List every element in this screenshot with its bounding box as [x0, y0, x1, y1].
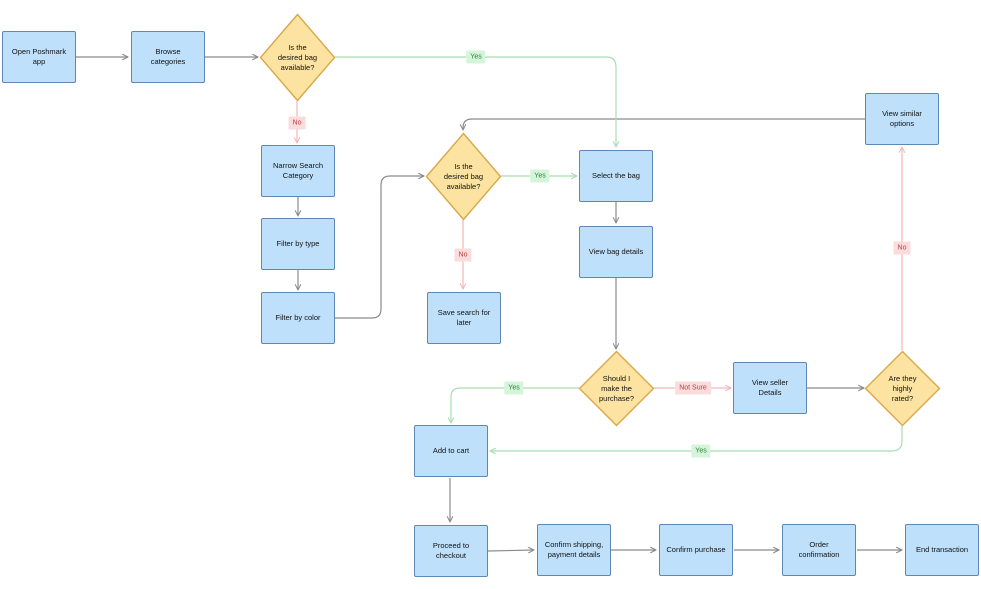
decision-bag-available-1: Is the desired bag available?	[259, 13, 336, 102]
edge-label-no: No	[454, 248, 472, 262]
edge-similar-avail2	[463, 118, 865, 130]
node-label: Confirm shipping, payment details	[544, 540, 604, 559]
node-label: Save search for later	[437, 308, 491, 327]
node-label: Order confirmation	[798, 540, 840, 559]
node-order-confirmation: Order confirmation	[782, 524, 856, 576]
node-filter-by-color: Filter by color	[261, 292, 335, 344]
edge-label-no: No	[288, 116, 306, 130]
node-label: Narrow Search Category	[272, 161, 324, 180]
edge-should-yes	[451, 387, 579, 423]
node-label: Select the bag	[592, 171, 640, 180]
decision-label: Should I make the purchase?	[598, 373, 635, 403]
edge-avail1-yes	[335, 56, 616, 147]
node-view-similar-options: View similar options	[865, 93, 939, 145]
edge-label-yes: Yes	[504, 381, 524, 395]
node-label: Filter by type	[276, 239, 320, 248]
node-browse-categories: Browse categories	[131, 31, 205, 83]
node-label: Add to cart	[432, 446, 470, 455]
node-view-seller-details: View seller Details	[733, 362, 807, 414]
edge-label-no: No	[893, 241, 911, 255]
edge-label-yes: Yes	[691, 444, 711, 458]
node-label: View bag details	[588, 247, 644, 256]
node-label: View seller Details	[751, 378, 789, 397]
node-label: Proceed to checkout	[432, 541, 470, 560]
diamond-shape	[259, 13, 336, 102]
node-view-bag-details: View bag details	[579, 226, 653, 278]
node-save-search: Save search for later	[427, 292, 501, 344]
edge-label-yes: Yes	[530, 169, 550, 183]
node-label: Confirm purchase	[666, 545, 726, 554]
edge-label-not-sure: Not Sure	[675, 381, 711, 395]
edge-label-yes: Yes	[466, 50, 486, 64]
node-proceed-to-checkout: Proceed to checkout	[414, 525, 488, 577]
node-label: End transaction	[915, 545, 969, 554]
node-add-to-cart: Add to cart	[414, 425, 488, 477]
diamond-shape	[864, 350, 941, 427]
edge-checkout-shipping	[487, 550, 534, 551]
node-open-poshmark-app: Open Poshmark app	[2, 31, 76, 83]
decision-label: Are they highly rated?	[888, 373, 917, 403]
node-confirm-shipping: Confirm shipping, payment details	[537, 524, 611, 576]
node-end-transaction: End transaction	[905, 524, 979, 576]
edge-color-avail2	[335, 176, 424, 319]
node-narrow-search-category: Narrow Search Category	[261, 145, 335, 197]
decision-highly-rated: Are they highly rated?	[864, 350, 941, 427]
decision-label: Is the desired bag available?	[443, 161, 484, 191]
diamond-shape	[578, 350, 655, 427]
decision-label: Is the desired bag available?	[277, 42, 318, 72]
edge-rated-yes	[490, 426, 903, 451]
decision-should-purchase: Should I make the purchase?	[578, 350, 655, 427]
node-select-the-bag: Select the bag	[579, 150, 653, 202]
node-filter-by-type: Filter by type	[261, 218, 335, 270]
node-label: View similar options	[882, 109, 922, 128]
node-confirm-purchase: Confirm purchase	[659, 524, 733, 576]
node-label: Open Poshmark app	[11, 47, 67, 66]
node-label: Filter by color	[275, 313, 321, 322]
decision-bag-available-2: Is the desired bag available?	[425, 132, 502, 221]
diamond-shape	[425, 132, 502, 221]
node-label: Browse categories	[150, 47, 186, 66]
